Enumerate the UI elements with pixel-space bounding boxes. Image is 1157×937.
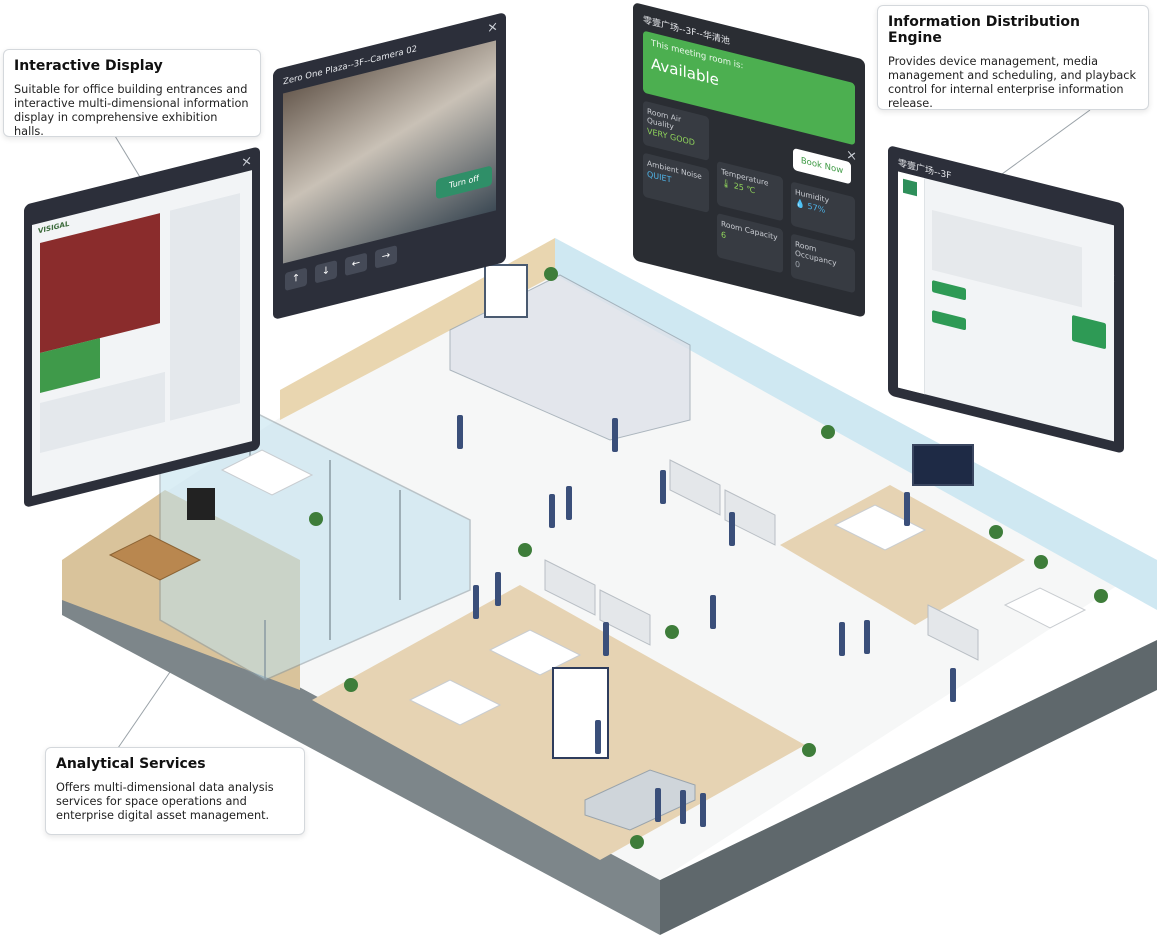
callout-text: Provides device management, media manage…	[888, 55, 1137, 110]
camera-arrow-up-button[interactable]: ↑	[285, 267, 307, 292]
dashboard-brand: VISIGAL	[38, 219, 70, 236]
reception-desk	[584, 769, 696, 831]
plants	[309, 267, 1108, 849]
connector-line-analytics	[117, 671, 171, 749]
dashboard-floorplan	[40, 213, 160, 354]
wall-back-right	[555, 238, 1157, 610]
people	[457, 415, 956, 827]
dashboard-close-icon[interactable]: ×	[241, 153, 252, 171]
camera-arrow-down-button[interactable]: ↓	[315, 260, 337, 284]
camera-arrow-right-button[interactable]: →	[375, 245, 397, 269]
callout-title: Information Distribution Engine	[888, 14, 1080, 46]
admin-green-button-2[interactable]	[932, 309, 966, 331]
camera-close-icon[interactable]: ×	[487, 18, 498, 37]
dashboard-stats-column	[170, 193, 240, 421]
callout-interactive-display: Interactive Display Suitable for office …	[3, 49, 261, 138]
server-racks	[544, 459, 979, 661]
wall-screen-right	[912, 444, 974, 486]
metric-humidity: Humidity 💧 57%	[791, 181, 855, 242]
wall-screen-back	[484, 264, 528, 318]
floor-top	[62, 238, 1157, 880]
admin-sidebar	[898, 171, 925, 395]
dashboard-display-panel[interactable]: × VISIGAL	[24, 146, 260, 509]
admin-screen	[898, 171, 1114, 442]
callout-analytical-services: Analytical Services Offers multi-dimensi…	[45, 747, 305, 835]
callout-title: Interactive Display	[14, 58, 163, 74]
metric-ambient-noise: Ambient Noise QUIET	[643, 152, 709, 213]
floor-base-right	[660, 640, 1157, 935]
admin-green-button-1[interactable]	[932, 279, 966, 301]
dashboard-screen: VISIGAL	[32, 170, 252, 497]
zone-workstation-right	[780, 485, 1025, 625]
callout-text: Offers multi-dimensional data analysis s…	[56, 781, 274, 822]
desk-clusters	[108, 449, 1087, 726]
metric-air-quality: Room Air Quality VERY GOOD	[643, 100, 709, 161]
metric-temperature: Temperature 🌡 25 ℃	[717, 160, 783, 222]
book-now-button[interactable]: Book Now	[793, 147, 851, 185]
camera-arrow-left-button[interactable]: ←	[345, 252, 367, 277]
wall-screen-left	[187, 488, 215, 520]
callout-text: Suitable for office building entrances a…	[14, 83, 249, 138]
metric-room-occupancy: Room Occupancy 0	[791, 233, 855, 294]
admin-green-button-3[interactable]	[1072, 314, 1106, 350]
metric-room-capacity: Room Capacity 6	[717, 212, 783, 274]
callout-title: Analytical Services	[56, 756, 206, 772]
callout-information-distribution: Information Distribution Engine Provides…	[877, 5, 1149, 110]
